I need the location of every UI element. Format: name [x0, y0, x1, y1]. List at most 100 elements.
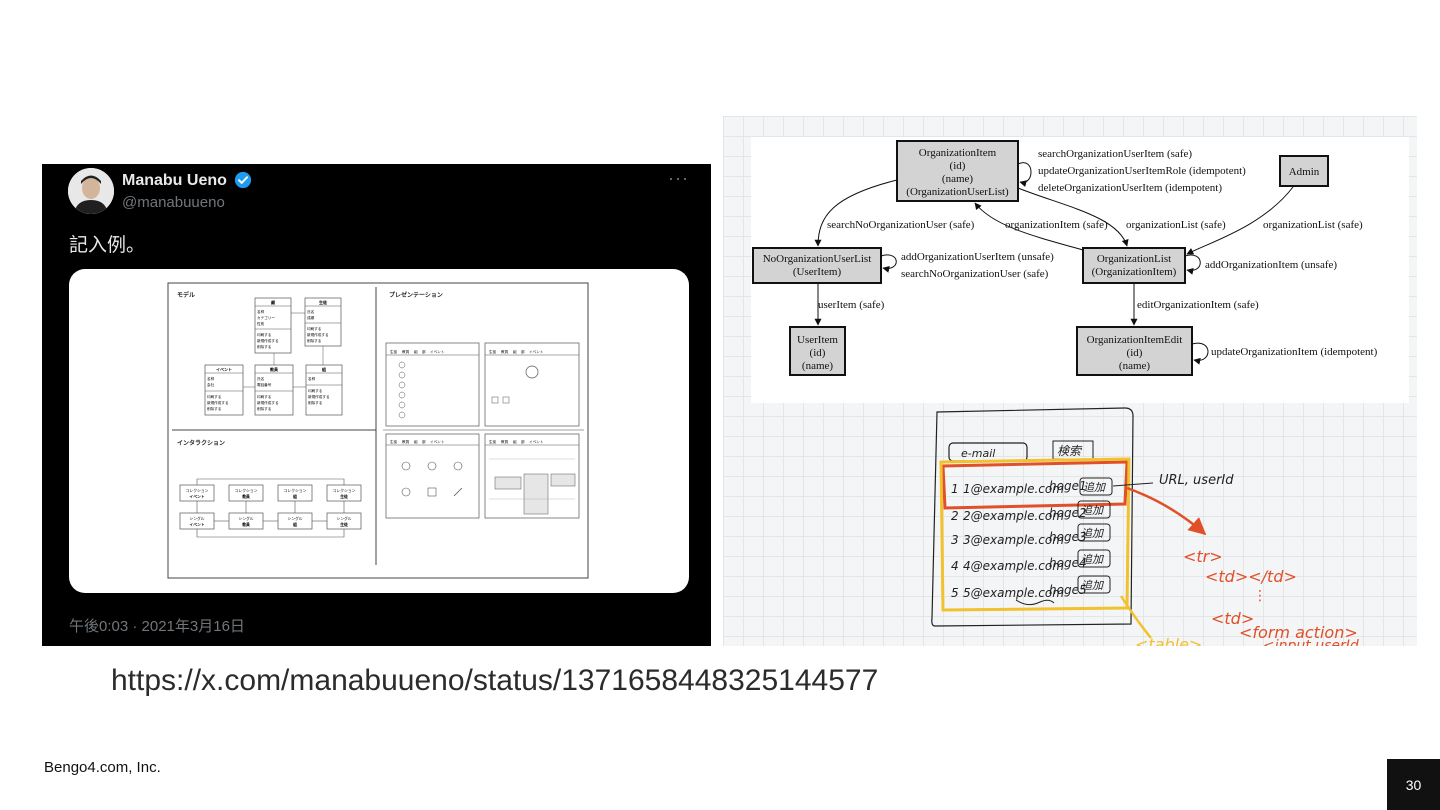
svg-text:コレクション: コレクション — [186, 488, 209, 493]
svg-text:(name): (name) — [802, 360, 833, 372]
svg-text:コレクション: コレクション — [235, 488, 258, 493]
node-organization-list: OrganizationList (OrganizationItem) — [1082, 247, 1186, 284]
svg-text:新規作成する: 新規作成する — [207, 400, 229, 405]
tweet-author-name[interactable]: Manabu Ueno — [122, 172, 227, 189]
tweet-timestamp[interactable]: 午後0:03 · 2021年3月16日 — [69, 618, 245, 635]
svg-text:1: 1 — [951, 482, 959, 496]
node-no-organization-user-list: NoOrganizationUserList (UserItem) — [752, 247, 882, 284]
svg-text:コレクション: コレクション — [284, 488, 307, 493]
section-model: モデル — [177, 291, 195, 299]
svg-text:hoge4: hoge4 — [1049, 556, 1087, 570]
svg-text:教員: 教員 — [402, 349, 410, 354]
svg-text:生徒: 生徒 — [319, 299, 328, 305]
svg-text:UserItem: UserItem — [797, 334, 838, 346]
node-admin: Admin — [1279, 155, 1329, 187]
svg-text:組: 組 — [513, 349, 517, 354]
svg-text:教員: 教員 — [501, 349, 509, 354]
svg-text:4: 4 — [951, 559, 959, 573]
svg-text:コレクション: コレクション — [333, 488, 356, 493]
svg-text:印刷する: 印刷する — [207, 394, 222, 399]
node-user-item: UserItem (id) (name) — [789, 326, 846, 376]
svg-text:会社: 会社 — [207, 382, 215, 387]
svg-text:シングル: シングル — [189, 516, 204, 521]
svg-text:新規作成する: 新規作成する — [307, 332, 329, 337]
svg-text:NoOrganizationUserList: NoOrganizationUserList — [763, 253, 872, 265]
svg-text:教員: 教員 — [241, 494, 250, 499]
svg-text:追加: 追加 — [1081, 579, 1105, 592]
svg-text:(id): (id) — [950, 160, 966, 172]
sketch-tr: <tr> — [1183, 547, 1223, 566]
svg-text:追加: 追加 — [1083, 481, 1107, 494]
svg-text:電話番号: 電話番号 — [257, 382, 272, 387]
svg-text:組: 組 — [414, 349, 418, 354]
svg-text:生徒: 生徒 — [390, 439, 398, 444]
edge-label: organizationList (safe) — [1263, 219, 1363, 231]
edge-label: deleteOrganizationUserItem (idempotent) — [1038, 182, 1222, 194]
svg-text:生徒: 生徒 — [489, 349, 497, 354]
svg-text:部: 部 — [521, 349, 525, 354]
svg-text:hoge1: hoge1 — [1049, 479, 1087, 493]
edge-label: updateOrganizationUserItemRole (idempote… — [1038, 165, 1246, 177]
svg-text:(OrganizationUserList): (OrganizationUserList) — [906, 186, 1009, 198]
sketch-td: <td></td> — [1205, 567, 1297, 586]
whiteboard-image: OrganizationItem (id) (name) (Organizati… — [723, 116, 1417, 646]
svg-text:削除する: 削除する — [308, 400, 323, 405]
avatar[interactable] — [68, 168, 114, 214]
svg-text:組: 組 — [293, 522, 297, 527]
screen-mockups: 生徒 教員 組 部 イベント 生徒 教員 組 部 イベント — [385, 342, 580, 519]
tweet-text: 記入例。 — [69, 235, 146, 256]
svg-text:OrganizationItemEdit: OrganizationItemEdit — [1087, 334, 1183, 346]
svg-text:イベント: イベント — [529, 440, 544, 444]
svg-text:性別: 性別 — [257, 321, 265, 326]
svg-text:4@example.com: 4@example.com — [963, 559, 1064, 573]
svg-text:hoge5: hoge5 — [1049, 583, 1087, 597]
node-organization-item: OrganizationItem (id) (name) (Organizati… — [896, 140, 1019, 202]
model-table-teacher: 教員 氏名 電話番号 印刷する 新規作成する 削除する — [254, 364, 294, 416]
section-presentation: プレゼンテーション — [389, 291, 443, 299]
svg-text:成績: 成績 — [307, 315, 315, 320]
svg-text:OrganizationItem: OrganizationItem — [919, 147, 997, 159]
model-table-class: 組 名称 印刷する 新規作成する 削除する — [305, 364, 343, 416]
svg-text:5: 5 — [951, 586, 959, 600]
svg-text:新規作成する: 新規作成する — [257, 400, 279, 405]
svg-text:顧: 顧 — [271, 299, 275, 305]
source-url[interactable]: https://x.com/manabuueno/status/13716584… — [111, 664, 879, 697]
svg-text:シングル: シングル — [336, 516, 351, 521]
company-name: Bengo4.com, Inc. — [44, 759, 161, 776]
more-options-icon[interactable]: ··· — [668, 168, 689, 188]
svg-text:教員: 教員 — [269, 366, 279, 372]
sketch-table: <table> — [1135, 635, 1202, 646]
svg-text:部: 部 — [521, 439, 525, 444]
tweet-image[interactable]: モデル プレゼンテーション インタラクション 顧 名称 カテゴリー 性別 印刷す… — [69, 269, 689, 593]
svg-text:組: 組 — [293, 494, 297, 499]
sketch-search-button: 検索 — [1057, 444, 1083, 458]
svg-text:生徒: 生徒 — [340, 522, 348, 527]
sketch-form: <form action> — [1239, 623, 1358, 642]
interaction-flow: コレクション イベント コレクション 教員 コレクション 組 コレクション 生徒 — [179, 478, 362, 538]
sketch-email-field: e-mail — [961, 447, 995, 460]
svg-text:印刷する: 印刷する — [308, 388, 323, 393]
svg-text:イベント: イベント — [430, 350, 445, 354]
svg-text:1@example.com: 1@example.com — [963, 482, 1064, 496]
verified-badge-icon — [234, 171, 252, 189]
svg-text:名称: 名称 — [308, 376, 316, 381]
node-organization-item-edit: OrganizationItemEdit (id) (name) — [1076, 326, 1193, 376]
svg-text:(OrganizationItem): (OrganizationItem) — [1092, 266, 1177, 278]
edge-label: organizationItem (safe) — [1005, 219, 1108, 231]
svg-text:削除する: 削除する — [207, 406, 222, 411]
tweet-author-handle[interactable]: @manabuueno — [122, 194, 225, 211]
handwritten-sketch: e-mail 検索 1 1@example.com hoge1 追加 2 2@e… — [931, 407, 1359, 646]
svg-text:カテゴリー: カテゴリー — [257, 315, 275, 320]
edge-label: addOrganizationUserItem (unsafe) — [901, 251, 1054, 263]
edge-label: searchNoOrganizationUser (safe) — [827, 219, 975, 231]
svg-text:組: 組 — [321, 366, 326, 372]
svg-text:新規作成する: 新規作成する — [308, 394, 330, 399]
svg-text:イベント: イベント — [529, 350, 544, 354]
svg-text:教員: 教員 — [501, 439, 509, 444]
svg-text:3: 3 — [951, 533, 959, 547]
svg-text:追加: 追加 — [1081, 527, 1105, 540]
svg-text:削除する: 削除する — [257, 344, 272, 349]
svg-text:新規作成する: 新規作成する — [257, 338, 279, 343]
svg-text:追加: 追加 — [1081, 504, 1105, 517]
edge-label: searchNoOrganizationUser (safe) — [901, 268, 1049, 280]
